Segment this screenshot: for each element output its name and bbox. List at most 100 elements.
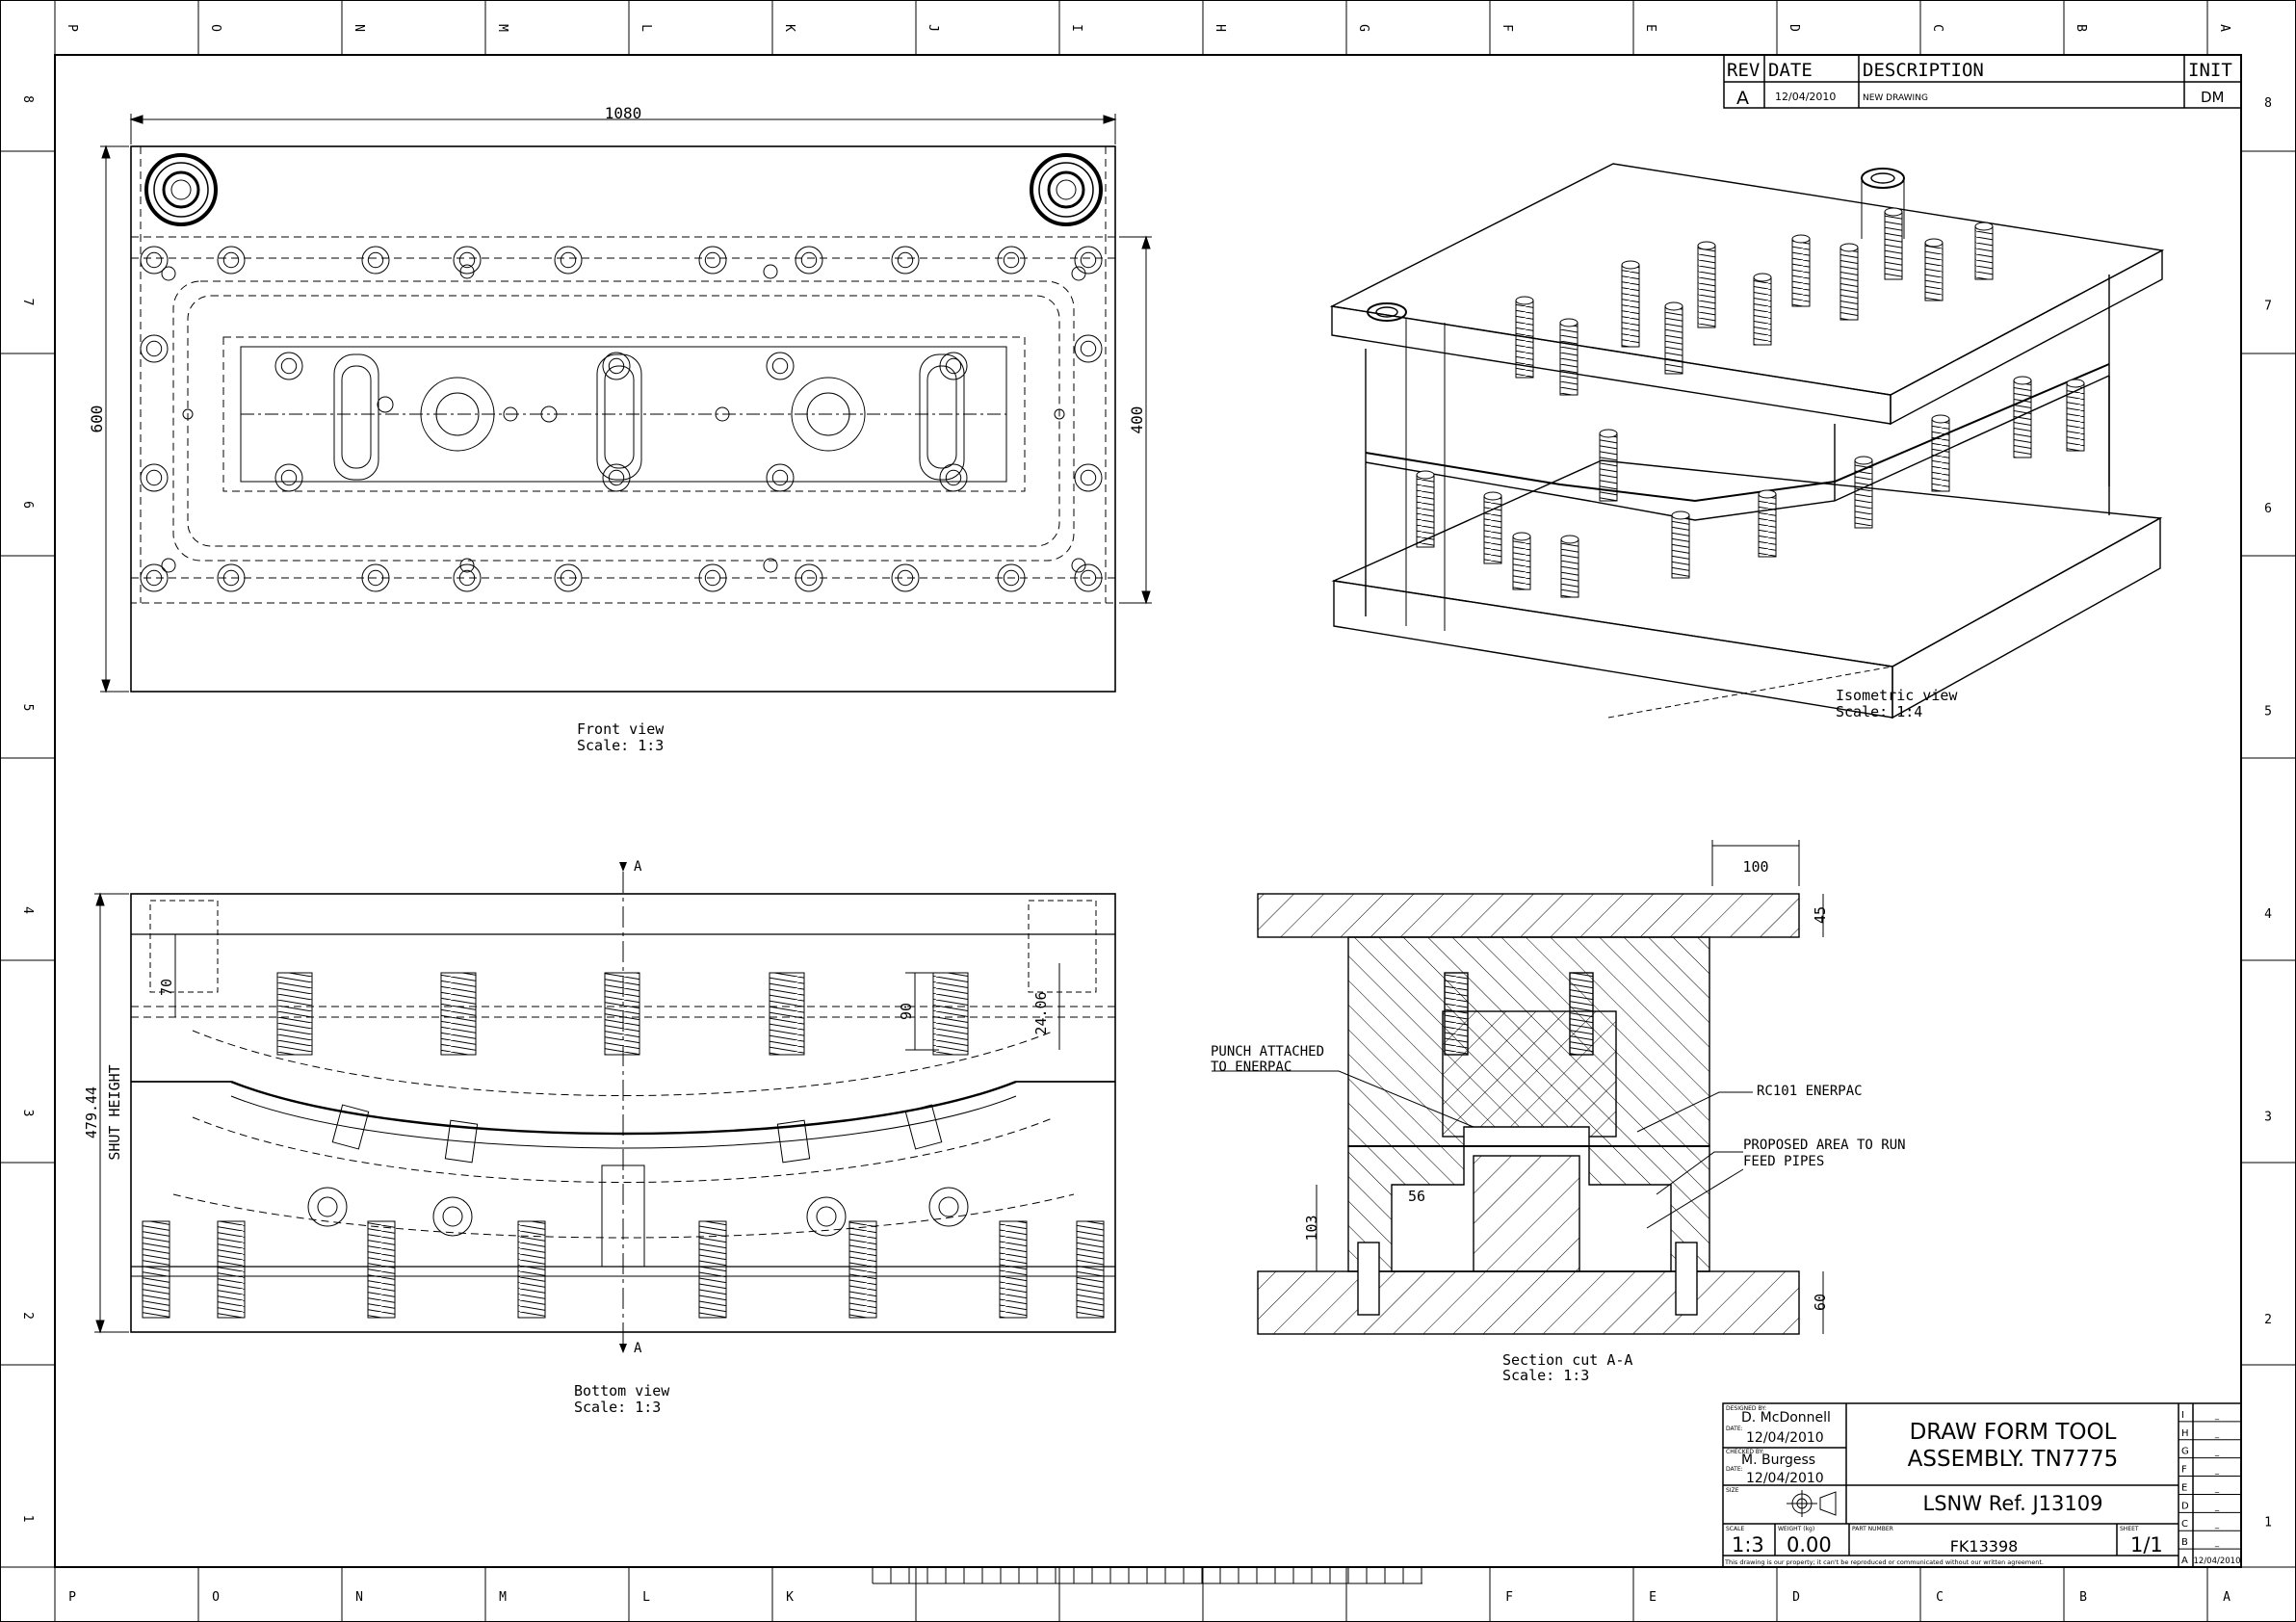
spring <box>604 972 640 1056</box>
drawing-reference: LSNW Ref. J13109 <box>1923 1492 2103 1515</box>
border-letter-top: P <box>65 24 79 32</box>
border-letter-top: D <box>1787 24 1801 32</box>
front-dimension-1080 <box>129 114 1117 144</box>
border-letter-top: F <box>1500 24 1514 32</box>
rev-entry: _ <box>2214 1466 2220 1476</box>
bottom-view-scale: Scale: 1:3 <box>574 1399 661 1416</box>
border-number-right: 1 <box>2264 1516 2272 1530</box>
front-punch-assemblies <box>241 353 1006 481</box>
front-view-bolt-holes <box>140 246 1103 592</box>
dimension-600: 600 <box>88 406 106 433</box>
rev-entry: 12/04/2010 <box>2194 1557 2241 1566</box>
designed-by-label: DESIGNED BY: <box>1726 1405 1766 1412</box>
spring <box>276 972 313 1056</box>
spring <box>517 1220 546 1319</box>
sheet-value: 1/1 <box>2130 1533 2163 1557</box>
dimension-60: 60 <box>1812 1294 1829 1311</box>
border-letter-top: B <box>2074 24 2088 32</box>
dimension-90: 90 <box>898 1003 915 1020</box>
init-header: INIT <box>2188 60 2232 81</box>
isometric-view-scale: Scale: 1:4 <box>1836 703 1922 720</box>
dimension-1080: 1080 <box>605 104 642 122</box>
spring <box>848 1220 877 1319</box>
rev-letter: E <box>2181 1482 2187 1493</box>
spring <box>1483 495 1502 564</box>
border-number-right: 5 <box>2264 705 2272 719</box>
callout-punch-line1: PUNCH ATTACHED <box>1211 1044 1324 1060</box>
rev-letter: C <box>2181 1519 2188 1530</box>
border-number-left: 6 <box>20 501 35 509</box>
border-number-right: 3 <box>2264 1111 2272 1125</box>
border-number-left: 2 <box>20 1312 35 1320</box>
bottom-view <box>130 872 1116 1353</box>
dimension-100: 100 <box>1742 858 1768 876</box>
spring <box>2013 379 2032 458</box>
description-header: DESCRIPTION <box>1863 60 1984 81</box>
isometric-view <box>1329 163 2165 719</box>
cut-marker-bottom: A <box>634 1341 642 1356</box>
shut-height-dimension <box>94 892 129 1334</box>
rev-value: A <box>1736 88 1749 109</box>
border-number-left: 1 <box>20 1515 35 1523</box>
dimension-70: 70 <box>158 979 175 996</box>
callout-rc101: RC101 ENERPAC <box>1757 1084 1863 1099</box>
spring <box>698 1220 727 1319</box>
border-number-right: 7 <box>2264 300 2272 314</box>
spring <box>1559 322 1578 396</box>
rev-entry: _ <box>2214 1483 2220 1493</box>
spring <box>1884 211 1903 280</box>
spring <box>1560 538 1579 598</box>
revision-table: REV DATE DESCRIPTION INIT A 12/04/2010 N… <box>1723 54 2242 109</box>
dimension-103: 103 <box>1303 1215 1320 1241</box>
spring <box>932 972 969 1056</box>
spring <box>440 972 477 1056</box>
section-view <box>1257 893 1800 1335</box>
rev-letter: F <box>2181 1465 2187 1476</box>
rev-entry: _ <box>2214 1411 2220 1421</box>
spring <box>1753 276 1772 346</box>
shut-height-value: 479.44 <box>83 1086 100 1138</box>
border-letter-top: O <box>208 24 222 32</box>
spring <box>769 972 805 1056</box>
rev-entry: _ <box>2214 1538 2220 1548</box>
rev-entry: _ <box>2214 1502 2220 1511</box>
designed-date: 12/04/2010 <box>1746 1430 1824 1446</box>
rev-letter: H <box>2181 1428 2189 1439</box>
disclaimer: This drawing is our property; it can't b… <box>1724 1558 2044 1566</box>
spring <box>1791 238 1811 307</box>
dimension-400: 400 <box>1128 406 1146 434</box>
border-letter-bottom: K <box>786 1590 794 1605</box>
border-letter-top: K <box>782 24 796 32</box>
border-number-left: 5 <box>20 704 35 712</box>
border-letter-top: E <box>1643 24 1657 32</box>
size-label: SIZE <box>1726 1487 1739 1494</box>
rev-letter: A <box>2181 1556 2188 1566</box>
border-number-left: 8 <box>20 95 35 103</box>
spring <box>1697 245 1716 328</box>
section-view-title: Section cut A-A <box>1502 1351 1632 1369</box>
spring <box>142 1220 170 1319</box>
spring <box>367 1220 396 1319</box>
checked-date-label: DATE: <box>1726 1466 1743 1473</box>
spring <box>1621 264 1640 348</box>
isometric-view-title: Isometric view <box>1836 687 1958 704</box>
front-dimension-600 <box>100 144 129 693</box>
drawing-title-line2: ASSEMBLY. TN7775 <box>1908 1447 2119 1472</box>
spring <box>1512 536 1531 590</box>
rev-header: REV <box>1727 60 1760 81</box>
front-guide-bushings <box>144 153 1103 226</box>
spring <box>1931 418 1950 492</box>
dimension-56: 56 <box>1408 1188 1425 1205</box>
border-letter-bottom: D <box>1792 1590 1800 1605</box>
part-number-label: PART NUMBER <box>1852 1526 1893 1532</box>
front-view-scale: Scale: 1:3 <box>577 737 664 754</box>
bottom-view-title: Bottom view <box>574 1382 670 1400</box>
callout-feed-line1: PROPOSED AREA TO RUN <box>1743 1138 1906 1153</box>
section-view-scale: Scale: 1:3 <box>1502 1367 1589 1384</box>
border-number-left: 7 <box>20 299 35 306</box>
spring <box>1839 247 1859 321</box>
border-letter-bottom: A <box>2223 1590 2231 1605</box>
